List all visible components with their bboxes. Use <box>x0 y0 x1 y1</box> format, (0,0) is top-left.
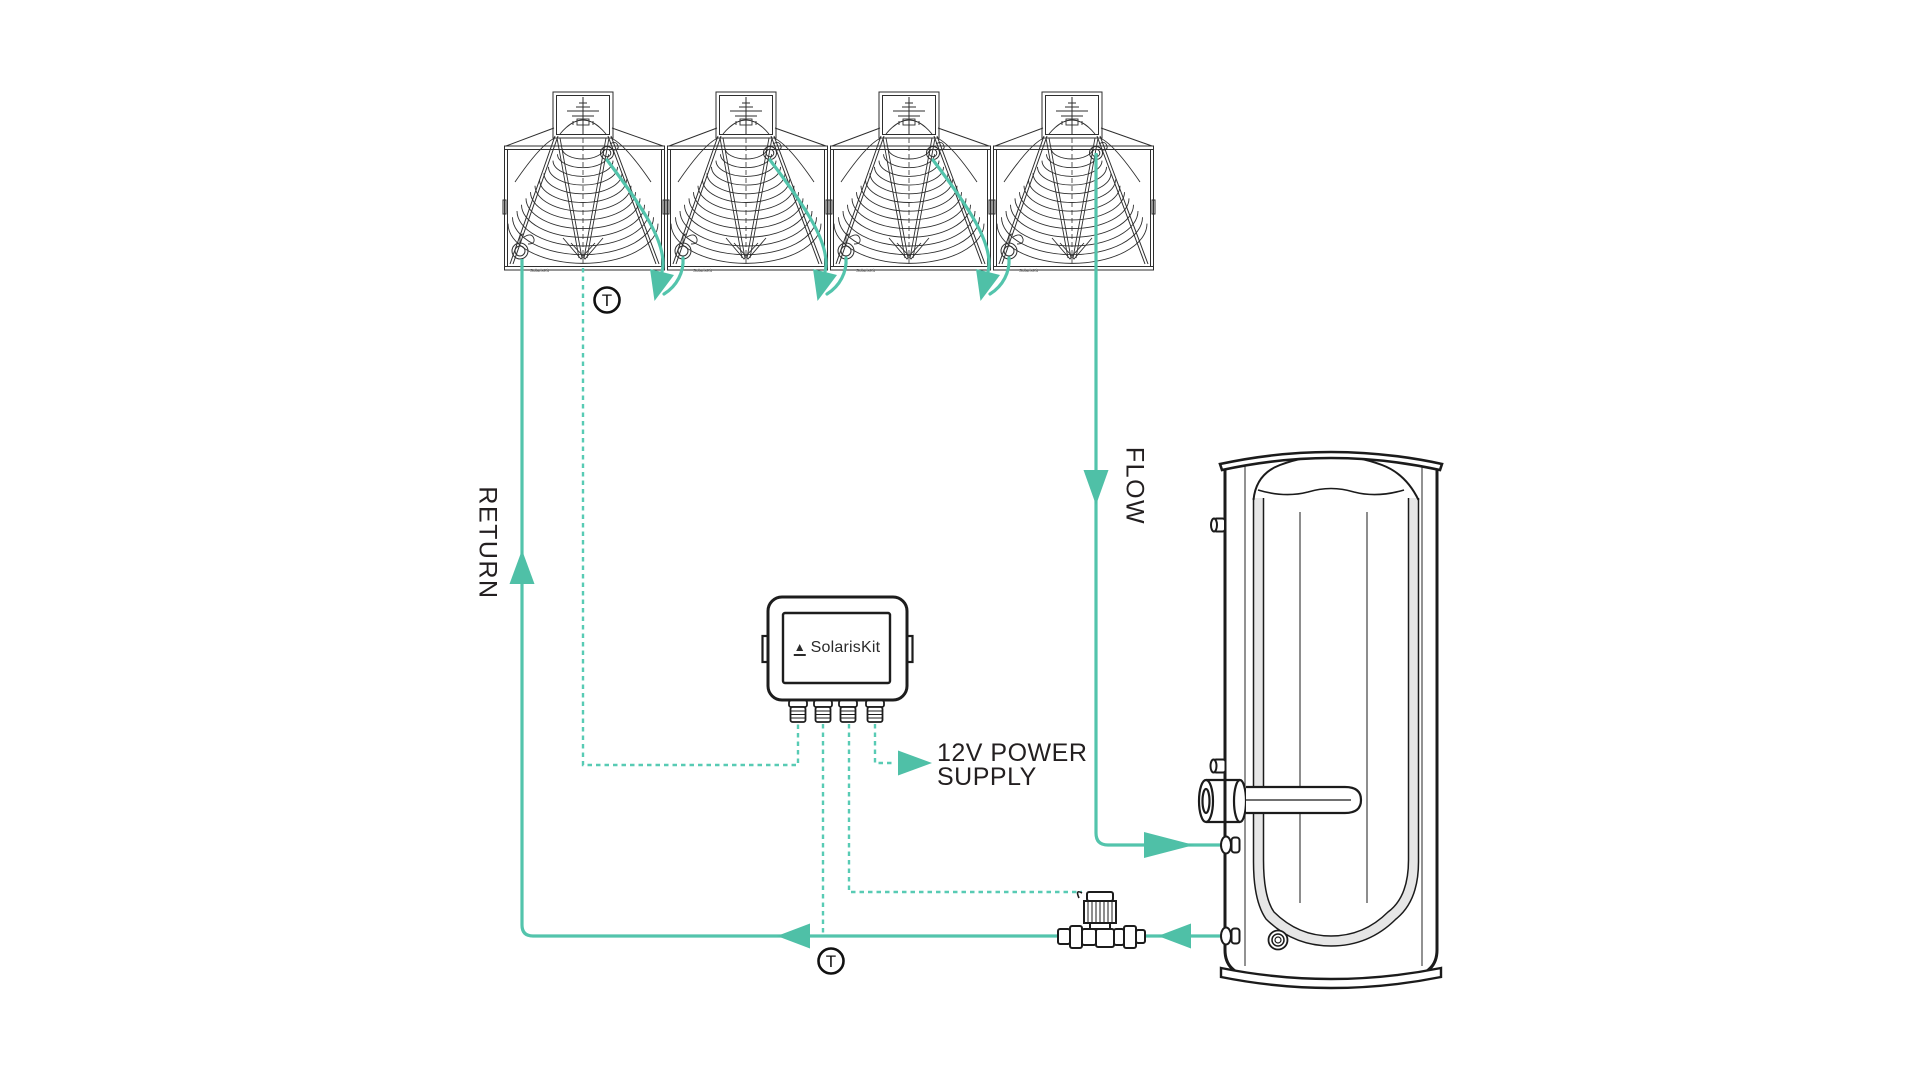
valve-cap <box>1086 891 1114 902</box>
collector-brand-label: SolarisKit <box>693 268 713 273</box>
link-tube-1 <box>605 158 665 274</box>
valve-lever <box>1076 891 1083 899</box>
valve-inlet-arrow-left <box>1158 923 1191 949</box>
controller-brand-text: SolarisKit <box>810 639 881 656</box>
link-arrow-2 <box>813 269 837 301</box>
return-arrow-up <box>509 550 535 584</box>
tank-return-port <box>1220 926 1232 946</box>
controller-logo: ▲SolarisKit <box>793 639 881 657</box>
flow-arrow-down <box>1083 470 1109 505</box>
label-flow: FLOW <box>1120 446 1149 526</box>
solar-collector-array: SolarisKit SolarisKit SolarisKit Solaris… <box>502 91 1156 273</box>
pipe-arrows <box>509 470 1194 949</box>
link-hook-1 <box>662 256 685 296</box>
tank-water-line <box>1257 487 1405 496</box>
controller-panel <box>781 611 892 685</box>
controller-gland-4 <box>865 699 885 723</box>
link-arrow-3 <box>976 269 1000 301</box>
return-pipe <box>520 259 1058 938</box>
label-power-line1: 12V POWER <box>937 739 1088 767</box>
collector-brand-label: SolarisKit <box>856 268 876 273</box>
flow-arrow-into-tank <box>1144 832 1194 858</box>
collector-link-tubes <box>605 158 1011 296</box>
solar-collector-1 <box>502 91 667 271</box>
diverter-valve <box>1057 891 1146 949</box>
link-hook-2 <box>825 256 848 296</box>
controller-gland-2 <box>813 699 833 723</box>
collector-link-arrows <box>650 269 1000 301</box>
tank-inner-lines <box>1299 512 1368 903</box>
controller-gland-1 <box>788 699 808 723</box>
solar-collector-4 <box>991 91 1156 271</box>
controller-glands <box>788 699 885 723</box>
control-wires <box>581 268 1082 933</box>
valve-body <box>1095 928 1115 948</box>
temp-sensor-t2-label: T <box>825 952 837 971</box>
solar-collector-2 <box>665 91 830 271</box>
return-arrow-left <box>777 923 810 949</box>
controller-gland-3 <box>838 699 858 723</box>
link-tube-3 <box>931 158 991 274</box>
controller-box <box>761 595 914 723</box>
tank-lid <box>1218 450 1444 472</box>
collector-brand-label: SolarisKit <box>530 268 550 273</box>
tank-inner-wall-band <box>1254 498 1418 946</box>
label-power-line2: SUPPLY <box>937 763 1037 791</box>
tank-inner-wall-inner-edge <box>1262 498 1410 937</box>
power-supply-arrow <box>898 750 932 776</box>
temp-sensor-t1-label: T <box>601 291 613 310</box>
solar-collector-3 <box>828 91 993 271</box>
collector-brand-label: SolarisKit <box>1019 268 1039 273</box>
label-return: RETURN <box>473 486 502 600</box>
link-arrow-1 <box>650 269 674 301</box>
tank-inner-wall-outer-edge <box>1252 498 1420 947</box>
temp-sensor-t1-circle <box>593 286 621 314</box>
sensor-t1-wire <box>581 268 800 767</box>
valve-control-wire <box>847 724 1082 894</box>
temp-sensor-t2-circle <box>817 947 845 975</box>
tank-fittings <box>1209 517 1289 951</box>
link-hook-3 <box>988 256 1011 296</box>
hot-water-tank <box>1197 450 1444 990</box>
immersion-heater <box>1197 778 1363 824</box>
flow-pipe <box>1094 153 1224 847</box>
tank-base-rim <box>1219 966 1443 990</box>
solariskit-logo-icon: ▲ <box>793 639 806 656</box>
tank-flow-port <box>1220 835 1232 855</box>
link-tube-2 <box>768 158 828 274</box>
power-supply-wire <box>873 724 895 765</box>
